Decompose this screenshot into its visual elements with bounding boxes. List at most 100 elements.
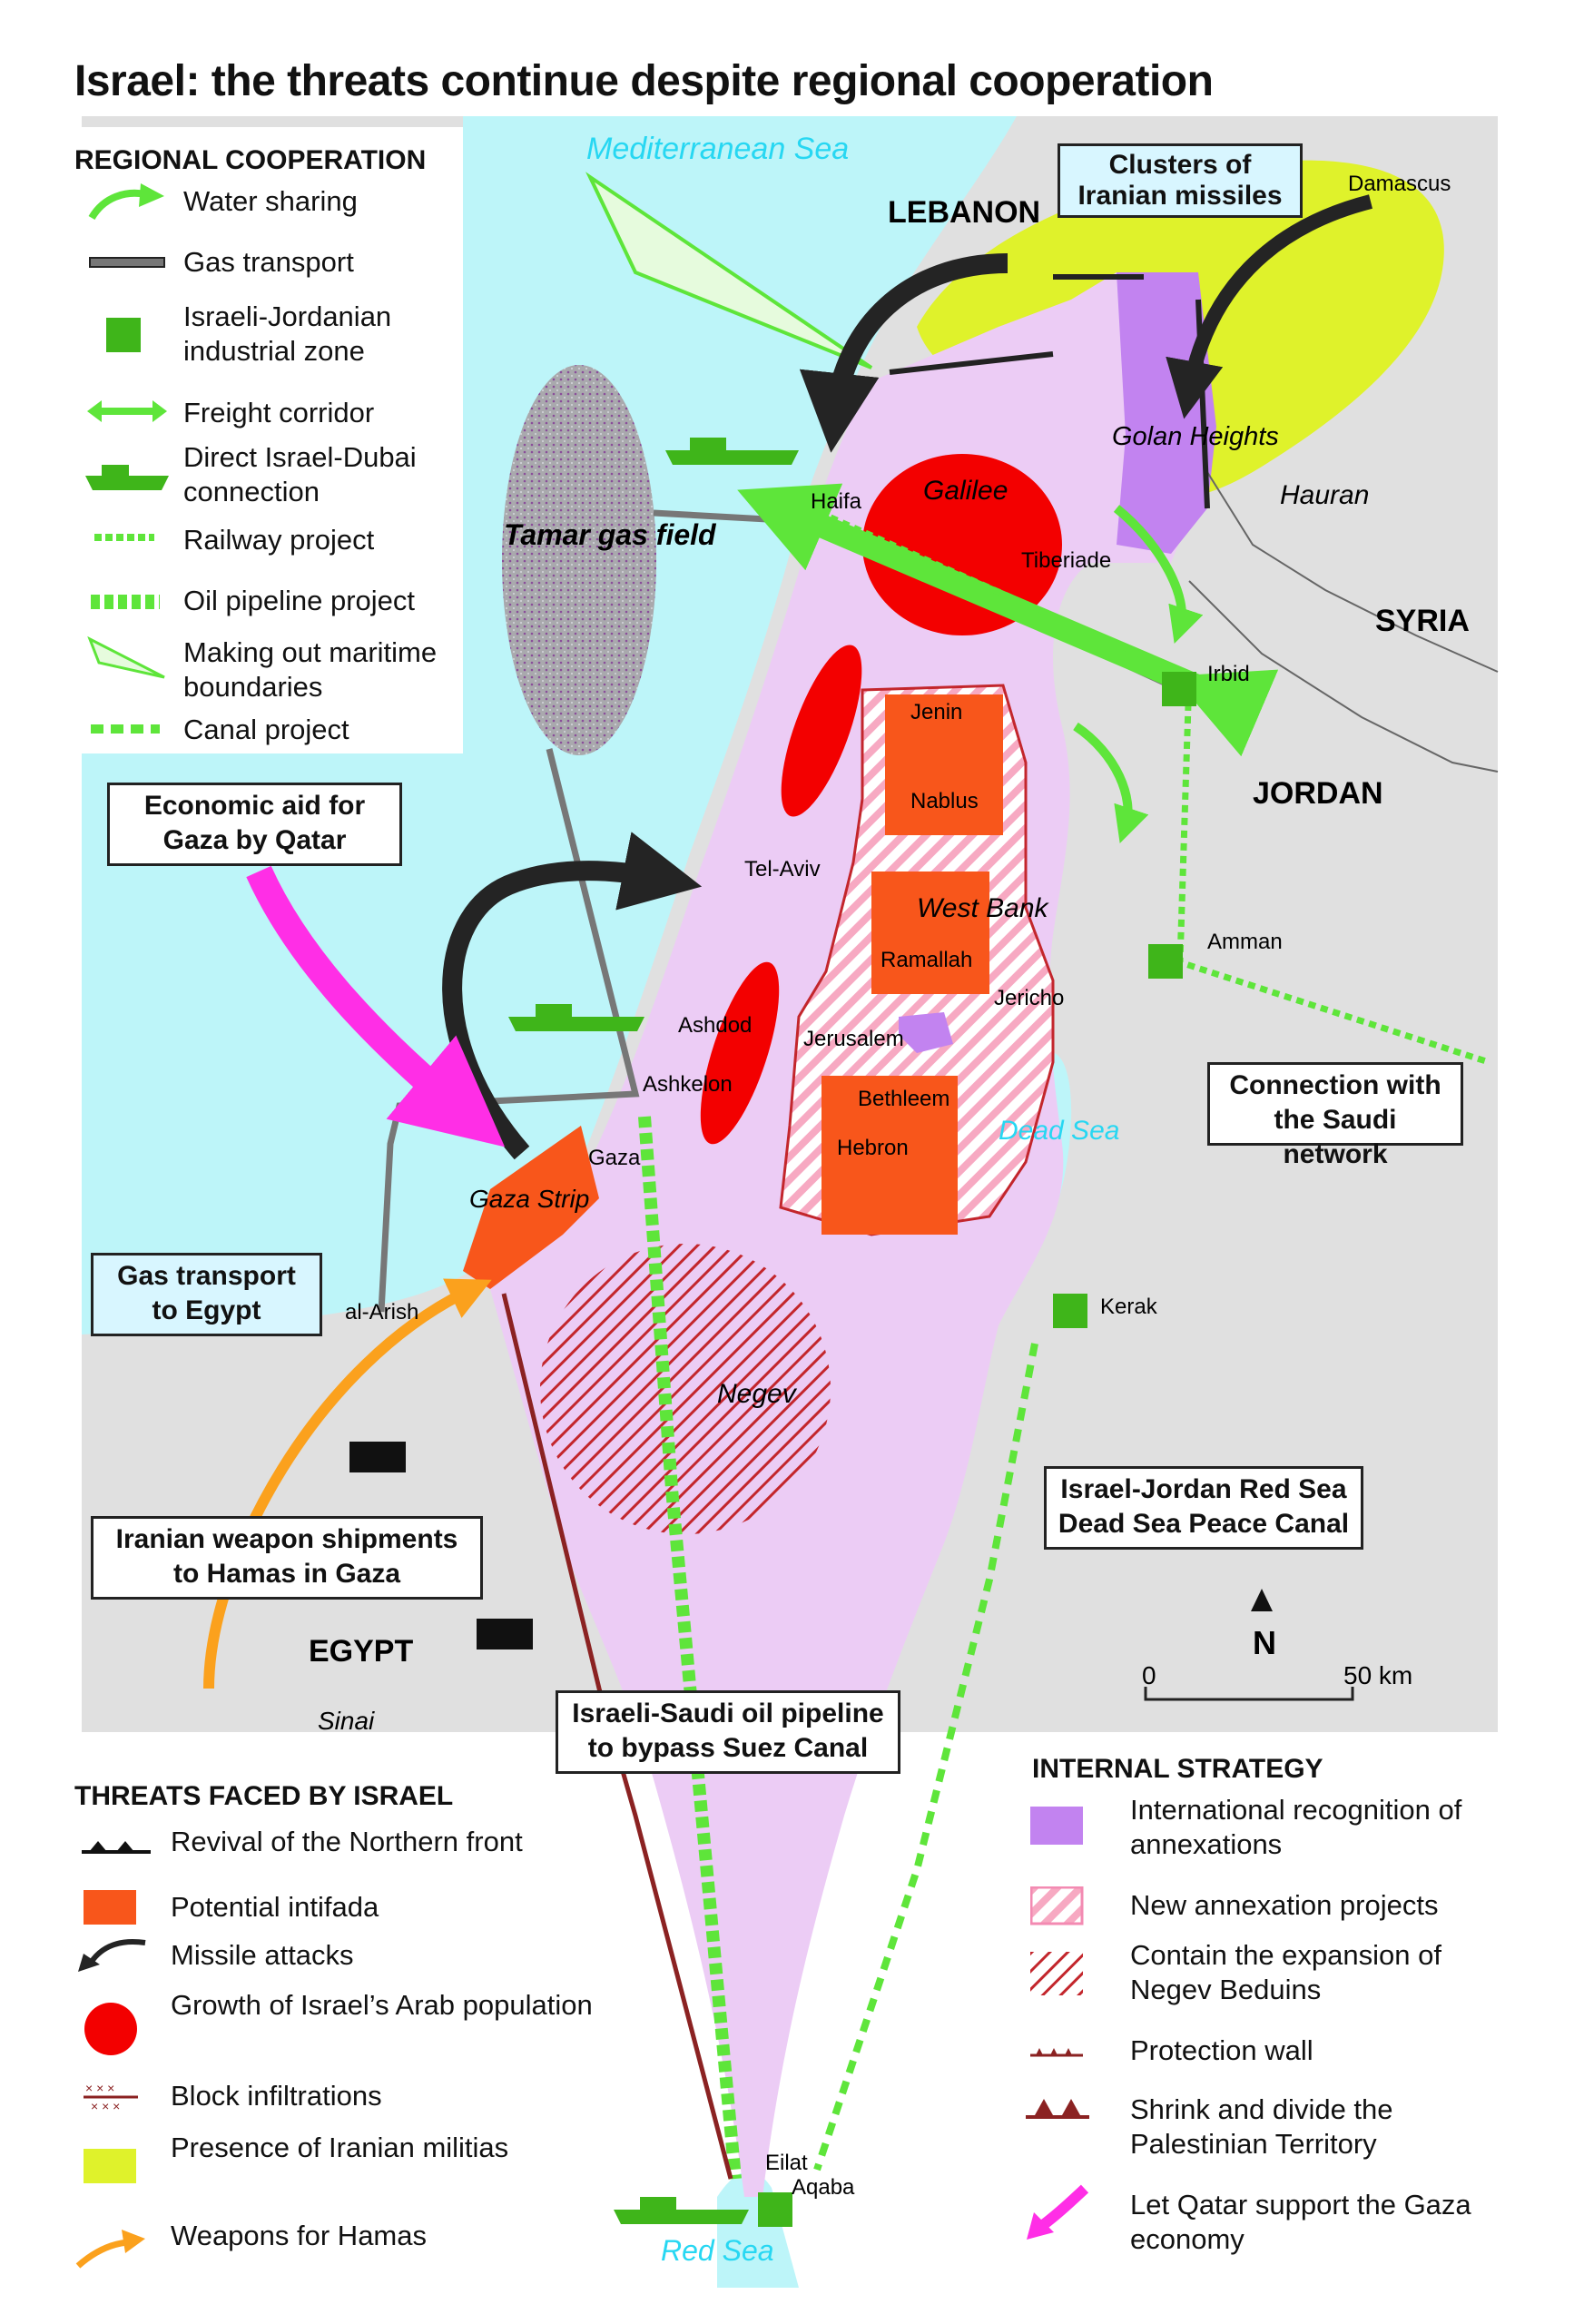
legend-item-canal: Canal project <box>183 714 349 745</box>
legend-item-railway: Railway project <box>183 524 375 556</box>
svg-text:× × ×: × × × <box>91 2099 120 2111</box>
triangle-line-icon <box>1026 2099 1089 2119</box>
ship-icon-south <box>614 2197 749 2224</box>
page-title: Israel: the threats continue despite reg… <box>74 57 1214 105</box>
label-damascus: Damascus <box>1348 172 1451 196</box>
industrial-zone-square-icon <box>106 318 141 352</box>
intifada-hebron <box>822 1076 958 1235</box>
weapon-cache-icon-1 <box>349 1442 406 1472</box>
north-label: N <box>1253 1624 1276 1661</box>
ship-icon-mid <box>508 1004 644 1031</box>
callout-oil-pipeline: Israeli-Saudi oil pipeline to bypass Sue… <box>556 1690 900 1774</box>
oil-pipeline-dashed-icon <box>91 595 160 609</box>
ship-icon <box>85 465 169 490</box>
legend-item-water: Water sharing <box>183 185 358 217</box>
label-bethleem: Bethleem <box>858 1087 949 1111</box>
railway-project <box>829 514 1491 1066</box>
label-amman: Amman <box>1207 930 1283 954</box>
label-west-bank: West Bank <box>917 893 1050 923</box>
legend-item-militia: Presence of Iranian militias <box>171 2132 509 2163</box>
legend-cooperation <box>54 127 463 753</box>
orange-arrow-icon <box>75 2230 145 2269</box>
label-hebron: Hebron <box>837 1136 909 1160</box>
black-arrow-icon <box>78 1939 146 1972</box>
label-jerusalem: Jerusalem <box>803 1027 904 1051</box>
intifada-ramallah <box>871 872 989 994</box>
jerusalem-annexation <box>899 1012 953 1053</box>
legend-item-northern: Revival of the Northern front <box>171 1826 523 1857</box>
oil-pipeline-project <box>638 1116 742 2180</box>
scale-zero: 0 <box>1142 1661 1156 1689</box>
label-gaza: Gaza <box>588 1146 641 1170</box>
legend-item-infiltration: Block infiltrations <box>171 2080 382 2112</box>
north-arrow-icon <box>1251 1589 1273 1611</box>
maritime-wedge-icon <box>87 635 165 679</box>
label-hauran: Hauran <box>1280 480 1369 510</box>
label-jericho: Jericho <box>994 986 1064 1010</box>
label-egypt: EGYPT <box>309 1634 413 1669</box>
callout-saudi-network: Connection with the Saudi network <box>1207 1062 1463 1169</box>
callout-qatar-aid: Economic aid for Gaza by Qatar <box>107 783 402 866</box>
legend-item-annexation: New annexation projects <box>1130 1889 1439 1921</box>
callout-gas-egypt: Gas transport to Egypt <box>91 1253 322 1336</box>
railway-dotted-icon <box>94 534 154 541</box>
legend-item-oil: Oil pipeline project <box>183 585 416 616</box>
canal-project <box>813 1343 1038 2171</box>
hamas-weapons-arrow <box>203 1278 492 1689</box>
svg-text:× × ×: × × × <box>85 2083 114 2095</box>
label-tel-aviv: Tel-Aviv <box>744 857 821 881</box>
label-ashkelon: Ashkelon <box>643 1072 733 1097</box>
zone-irbid <box>1162 672 1196 706</box>
label-aqaba: Aqaba <box>792 2175 855 2200</box>
label-ashdod: Ashdod <box>678 1013 752 1038</box>
zone-aqaba <box>758 2192 792 2227</box>
label-sinai: Sinai <box>318 1707 375 1735</box>
label-nablus: Nablus <box>910 789 979 813</box>
callout-iranian-missiles: Clusters of Iranian missiles <box>1058 143 1303 218</box>
legend-item-gas: Gas transport <box>183 246 354 278</box>
label-gaza-strip: Gaza Strip <box>469 1185 589 1213</box>
gaza-strip <box>463 1126 599 1289</box>
negev-beduin-zone <box>540 1244 831 1534</box>
legend-item-industrial: Israeli-Jordanian industrial zone <box>183 300 392 367</box>
legend-item-hamas: Weapons for Hamas <box>171 2220 427 2251</box>
label-ramallah: Ramallah <box>881 948 972 972</box>
legend-internal <box>1003 1734 1511 2279</box>
scale-distance: 50 km <box>1343 1661 1412 1689</box>
cross-fence-icon: × × × × × × <box>84 2083 138 2111</box>
hatched-pink-square-icon <box>1030 1886 1084 1925</box>
label-galilee: Galilee <box>923 476 1008 506</box>
purple-square-icon <box>1030 1807 1083 1845</box>
legend-item-maritime: Making out maritime boundaries <box>183 636 438 703</box>
negev-arab-population <box>700 961 780 1145</box>
legend-item-shrink: Shrink and divide the Palestinian Territ… <box>1130 2093 1393 2160</box>
label-tiberiade: Tiberiade <box>1021 548 1111 573</box>
orange-square-icon <box>84 1890 136 1925</box>
northern-front-line-icon <box>82 1841 151 1854</box>
label-al-arish: al-Arish <box>345 1300 418 1324</box>
label-lebanon: LEBANON <box>888 195 1040 230</box>
canal-dashed-icon <box>91 724 160 734</box>
legend-item-freight: Freight corridor <box>183 397 375 428</box>
legend-item-missile: Missile attacks <box>171 1939 354 1971</box>
water-arrow-north <box>1113 505 1204 644</box>
label-mediterranean: Mediterranean Sea <box>586 132 849 166</box>
water-arrow-south <box>1073 722 1149 843</box>
label-red-sea: Red Sea <box>661 2234 774 2267</box>
legend-internal-heading: INTERNAL STRATEGY <box>1032 1754 1323 1784</box>
gas-pipeline-icon <box>89 257 165 268</box>
water-sharing-arrow-icon <box>88 183 164 221</box>
magenta-arrow-icon <box>1027 2184 1089 2240</box>
weapon-cache-icon-2 <box>477 1619 533 1649</box>
label-negev: Negev <box>717 1379 798 1409</box>
legend-item-intifada: Potential intifada <box>171 1891 379 1923</box>
red-hatch-icon <box>1030 1952 1083 1995</box>
missile-arrow-lebanon <box>799 253 1008 453</box>
zone-amman <box>1148 944 1183 979</box>
callout-peace-canal: Israel-Jordan Red Sea Dead Sea Peace Can… <box>1044 1466 1363 1550</box>
label-tamar: Tamar gas field <box>504 518 717 551</box>
yellow-square-icon <box>84 2149 136 2183</box>
legend-item-dubai: Direct Israel-Dubai connection <box>183 441 417 507</box>
label-jenin: Jenin <box>910 700 962 724</box>
